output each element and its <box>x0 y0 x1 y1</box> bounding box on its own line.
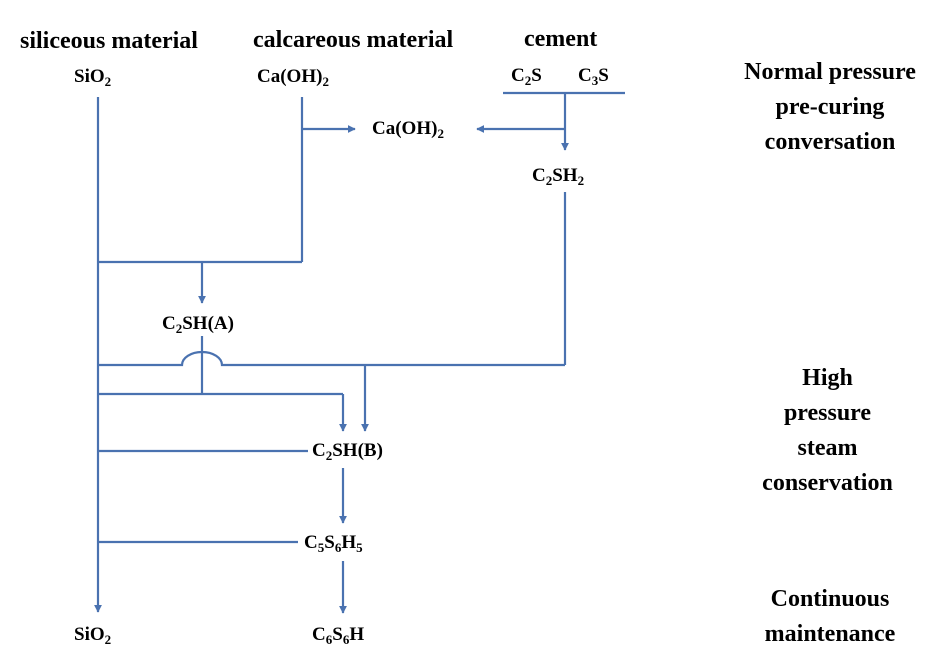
c2sh-a-label: C2SH(A) <box>162 313 234 336</box>
c2sh2-label: C2SH2 <box>532 165 585 188</box>
siliceous-material-header: siliceous material <box>20 28 198 54</box>
phase-line: pressure <box>783 400 872 426</box>
phase-line: Continuous <box>770 586 890 612</box>
phase-line: Normal pressure <box>744 59 916 85</box>
phase-line: conservation <box>762 470 893 496</box>
caoh2-top-label: Ca(OH)2 <box>257 66 329 89</box>
c2s-label: C2S <box>511 65 542 88</box>
c6s6h-label: C6S6H <box>312 624 365 647</box>
caoh2-mid-label: Ca(OH)2 <box>372 118 444 141</box>
high-pressure-phase-label: High pressure steam conservation <box>715 361 940 501</box>
phase-line: maintenance <box>764 621 896 647</box>
c5s6h5-label: C5S6H5 <box>304 532 363 555</box>
c2sh-b-label: C2SH(B) <box>312 440 383 463</box>
continuous-maintenance-phase-label: Continuous maintenance <box>715 582 945 652</box>
c3s-label: C3S <box>578 65 609 88</box>
phase-line: High <box>802 365 853 391</box>
normal-pressure-phase-label: Normal pressure pre-curing conversation <box>715 55 945 160</box>
sio2-bottom-label: SiO2 <box>74 624 112 647</box>
phase-line: pre-curing <box>775 94 885 120</box>
calcareous-material-header: calcareous material <box>253 27 454 53</box>
phase-line: conversation <box>764 129 896 155</box>
cement-header: cement <box>524 26 598 52</box>
phase-line: steam <box>797 435 858 461</box>
c2sh2-crossover-line <box>98 350 565 367</box>
sio2-top-label: SiO2 <box>74 66 112 89</box>
